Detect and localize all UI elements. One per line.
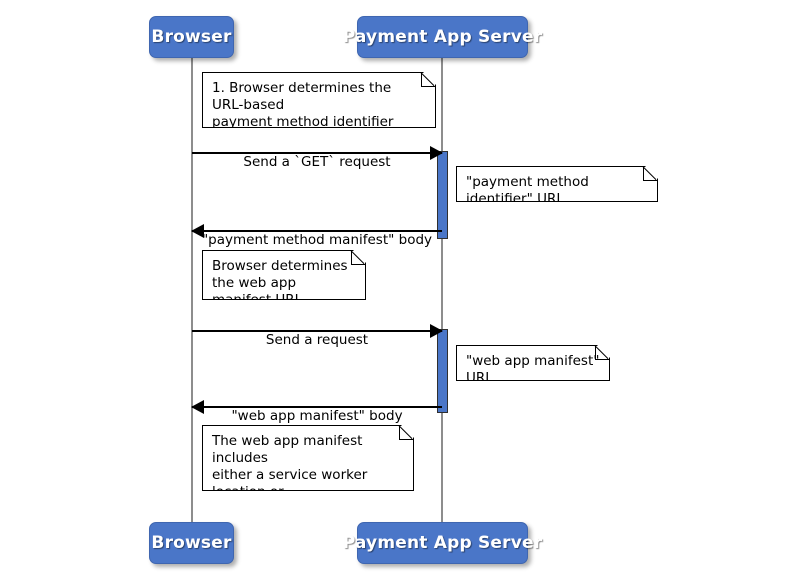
actor-payment-app-server-bottom[interactable]: Payment App Server — [343, 522, 542, 564]
note-web-app-manifest-includes: The web app manifest includes either a s… — [202, 425, 414, 491]
actor-browser-top[interactable]: Browser — [149, 16, 234, 58]
note-browser-determines-identifier: 1. Browser determines the URL-based paym… — [202, 72, 436, 128]
note-browser-determines-web-app-manifest-url-text: Browser determines the web app manifest … — [212, 258, 348, 308]
message-line — [192, 330, 442, 332]
note-payment-method-identifier-url: "payment method identifier" URL — [456, 166, 658, 202]
note-web-app-manifest-url-text: "web app manifest" URL — [466, 353, 600, 386]
message-payment-method-manifest-body: "payment method manifest" body — [191, 224, 442, 252]
note-browser-determines-identifier-text: 1. Browser determines the URL-based paym… — [212, 80, 394, 130]
note-payment-method-identifier-url-text: "payment method identifier" URL — [466, 174, 589, 207]
message-line — [192, 152, 442, 154]
message-web-app-manifest-body: "web app manifest" body — [191, 400, 442, 428]
message-send-a-request: Send a request — [192, 324, 443, 352]
lifeline-browser — [191, 58, 193, 524]
arrowhead-right-icon — [430, 324, 443, 338]
lifeline-payment-app-server — [441, 58, 443, 524]
message-send-get-request: Send a `GET` request — [192, 146, 443, 174]
message-line — [192, 406, 442, 408]
note-browser-determines-web-app-manifest-url: Browser determines the web app manifest … — [202, 250, 366, 300]
arrowhead-right-icon — [430, 146, 443, 160]
actor-payment-app-server-bottom-label: Payment App Server — [342, 533, 543, 553]
actor-payment-app-server-top-label: Payment App Server — [342, 27, 543, 47]
message-web-app-manifest-body-label: "web app manifest" body — [231, 408, 403, 424]
arrowhead-left-icon — [191, 224, 204, 238]
message-send-a-request-label: Send a request — [265, 332, 369, 348]
actor-browser-bottom[interactable]: Browser — [149, 522, 234, 564]
note-web-app-manifest-url: "web app manifest" URL — [456, 345, 610, 381]
actor-browser-bottom-label: Browser — [151, 533, 232, 553]
actor-browser-top-label: Browser — [151, 27, 232, 47]
note-web-app-manifest-includes-text: The web app manifest includes either a s… — [212, 433, 379, 517]
arrowhead-left-icon — [191, 400, 204, 414]
message-payment-method-manifest-body-label: "payment method manifest" body — [201, 232, 433, 248]
message-send-get-request-label: Send a `GET` request — [243, 154, 391, 170]
actor-payment-app-server-top[interactable]: Payment App Server — [343, 16, 542, 58]
message-line — [192, 230, 442, 232]
